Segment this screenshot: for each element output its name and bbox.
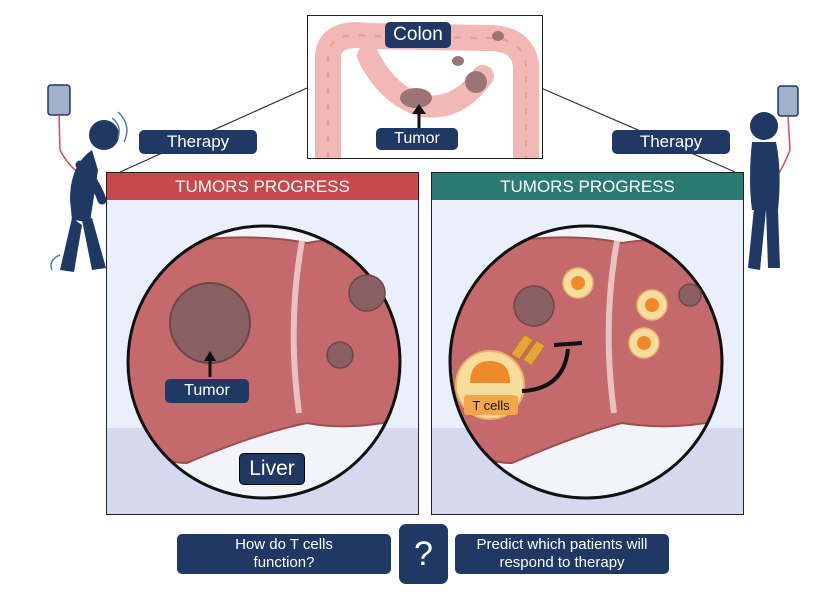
iv-bag-icon bbox=[777, 85, 799, 117]
colon-title: Colon bbox=[385, 22, 451, 48]
inhibition-bar bbox=[553, 341, 583, 347]
left-liver-circle bbox=[126, 224, 402, 500]
left-panel: TUMORS PROGRESS Tumor Liver bbox=[106, 172, 419, 515]
tcell-label: T cells bbox=[464, 395, 518, 415]
colon-tumor-shape bbox=[492, 31, 504, 41]
question-mark-box: ? bbox=[399, 524, 448, 584]
patient-head bbox=[750, 112, 778, 140]
question-tcells-function: How do T cells function? bbox=[177, 534, 391, 574]
patient-head bbox=[89, 120, 119, 150]
colon-tumor-shape bbox=[465, 71, 487, 93]
liver-tumor-small bbox=[678, 283, 702, 307]
liver-tumor-medium bbox=[348, 274, 386, 312]
colon-tumor-shape bbox=[400, 88, 432, 108]
right-liver-circle bbox=[448, 224, 724, 500]
colon-tumor-label: Tumor bbox=[376, 128, 458, 150]
liver-tumor-medium bbox=[513, 285, 555, 327]
inhibition-symbol bbox=[521, 348, 570, 393]
therapy-label-right: Therapy bbox=[612, 130, 730, 154]
question-predict-response: Predict which patients will respond to t… bbox=[455, 534, 669, 574]
liver-tumor-small bbox=[326, 341, 354, 369]
left-panel-header: TUMORS PROGRESS bbox=[107, 173, 418, 200]
arrow-head bbox=[204, 351, 216, 361]
receptor-icon bbox=[510, 333, 534, 361]
right-panel: TUMORS PROGRESS T cells bbox=[431, 172, 744, 515]
liver-tumor-label: Tumor bbox=[165, 379, 249, 403]
colon-tumor-shape bbox=[452, 56, 464, 66]
therapy-label-left: Therapy bbox=[139, 130, 257, 154]
receptor-icon bbox=[522, 339, 546, 367]
right-panel-header: TUMORS PROGRESS bbox=[432, 173, 743, 200]
organ-label-liver: Liver bbox=[239, 453, 305, 485]
arrow-head bbox=[412, 104, 426, 114]
